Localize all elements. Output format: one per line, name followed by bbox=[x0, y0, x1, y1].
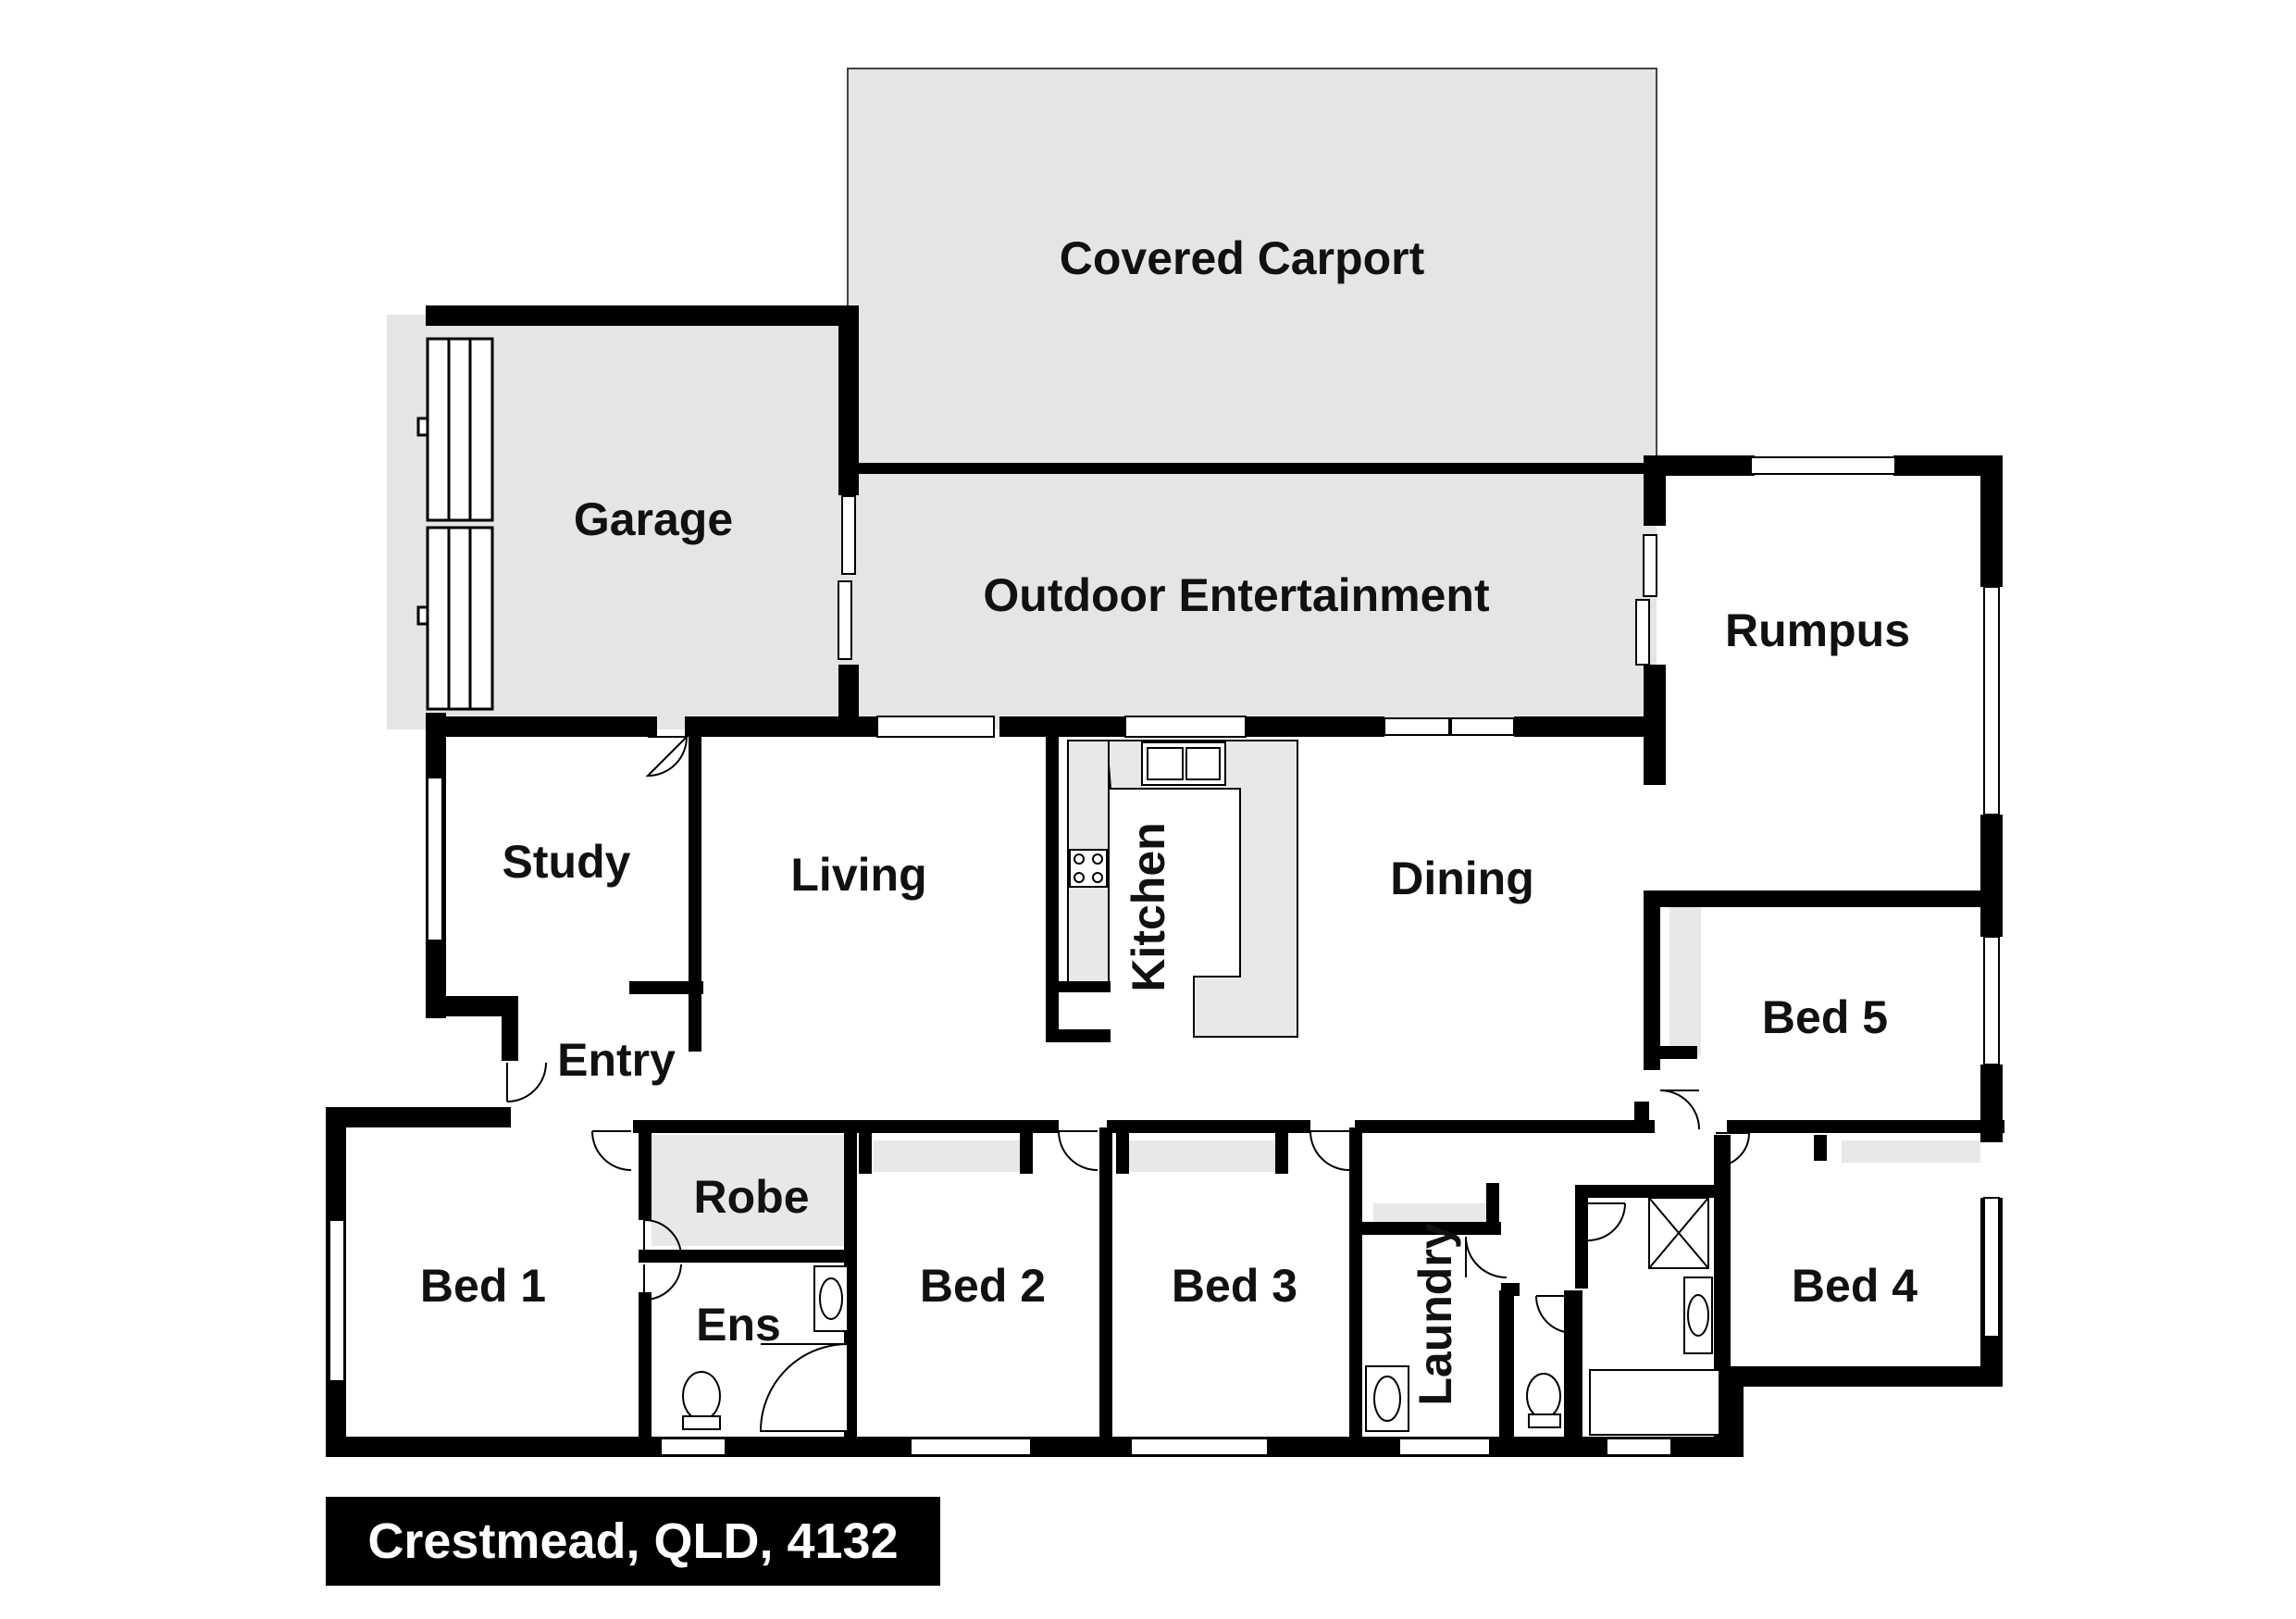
address-text: Crestmead, QLD, 4132 bbox=[367, 1513, 899, 1569]
door bbox=[1715, 1132, 1750, 1167]
door bbox=[591, 1130, 632, 1171]
label-robe: Robe bbox=[694, 1171, 810, 1223]
window bbox=[660, 1438, 726, 1456]
window bbox=[1130, 1438, 1269, 1456]
robe-fill bbox=[652, 1135, 857, 1246]
window bbox=[427, 777, 443, 941]
bed2-robe bbox=[874, 1140, 1027, 1172]
label-bed1: Bed 1 bbox=[420, 1260, 546, 1312]
garage-door-1 bbox=[426, 337, 494, 522]
label-bed4: Bed 4 bbox=[1792, 1260, 1917, 1312]
window bbox=[1398, 1438, 1491, 1456]
window bbox=[1750, 456, 1896, 475]
window bbox=[1606, 1438, 1672, 1456]
door bbox=[1309, 1130, 1350, 1171]
window bbox=[329, 1219, 345, 1382]
garage-door-2 bbox=[426, 526, 494, 711]
bed3-robe bbox=[1127, 1140, 1283, 1172]
label-living: Living bbox=[790, 849, 926, 901]
doors bbox=[506, 734, 1750, 1334]
label-covered-carport: Covered Carport bbox=[1060, 232, 1425, 284]
label-dining: Dining bbox=[1390, 853, 1534, 904]
label-rumpus: Rumpus bbox=[1725, 604, 1910, 656]
windows bbox=[329, 456, 2000, 1456]
window bbox=[1983, 936, 2000, 1065]
window bbox=[841, 495, 856, 575]
window bbox=[1384, 717, 1450, 736]
label-kitchen: Kitchen bbox=[1123, 822, 1174, 991]
door bbox=[506, 1062, 547, 1102]
window bbox=[1635, 599, 1650, 666]
covered-carport-area bbox=[847, 68, 1657, 471]
outdoor-entertainment-area bbox=[848, 470, 1657, 729]
shower bbox=[759, 1343, 849, 1432]
room-labels: Covered Carport Garage Outdoor Entertain… bbox=[420, 232, 1917, 1406]
wc-toilet bbox=[1526, 1373, 1561, 1419]
door bbox=[1058, 1130, 1098, 1171]
window bbox=[876, 716, 995, 738]
label-entry: Entry bbox=[557, 1034, 676, 1086]
door bbox=[1465, 1236, 1508, 1278]
bed5-robe bbox=[1669, 907, 1701, 1055]
fixtures bbox=[682, 741, 1720, 1436]
door bbox=[1587, 1202, 1626, 1241]
label-bed3: Bed 3 bbox=[1172, 1260, 1297, 1312]
door bbox=[645, 734, 689, 778]
window bbox=[1450, 717, 1515, 736]
window bbox=[1983, 586, 2000, 816]
door bbox=[1535, 1295, 1574, 1334]
label-bed2: Bed 2 bbox=[920, 1260, 1046, 1312]
window bbox=[1124, 716, 1247, 738]
window bbox=[1983, 1197, 2000, 1338]
label-bed5: Bed 5 bbox=[1762, 991, 1888, 1043]
window bbox=[838, 580, 852, 660]
covered-areas bbox=[387, 68, 1657, 729]
bed4-robe bbox=[1842, 1140, 1980, 1163]
kitchen-bench bbox=[1105, 740, 1298, 1038]
window bbox=[1643, 534, 1657, 597]
garage-doors bbox=[416, 337, 494, 711]
walls bbox=[326, 305, 2004, 1457]
label-study: Study bbox=[503, 836, 631, 888]
door bbox=[1659, 1090, 1700, 1130]
label-ens: Ens bbox=[696, 1299, 781, 1351]
label-outdoor-entertainment: Outdoor Entertainment bbox=[983, 569, 1490, 621]
bathtub bbox=[1589, 1369, 1720, 1436]
door bbox=[643, 1218, 682, 1256]
window bbox=[910, 1438, 1032, 1456]
label-laundry: Laundry bbox=[1409, 1223, 1461, 1405]
door bbox=[643, 1264, 682, 1301]
ens-toilet bbox=[682, 1371, 721, 1421]
label-garage: Garage bbox=[574, 493, 733, 545]
driveway-apron bbox=[387, 315, 428, 729]
address-banner: Crestmead, QLD, 4132 bbox=[326, 1497, 940, 1586]
